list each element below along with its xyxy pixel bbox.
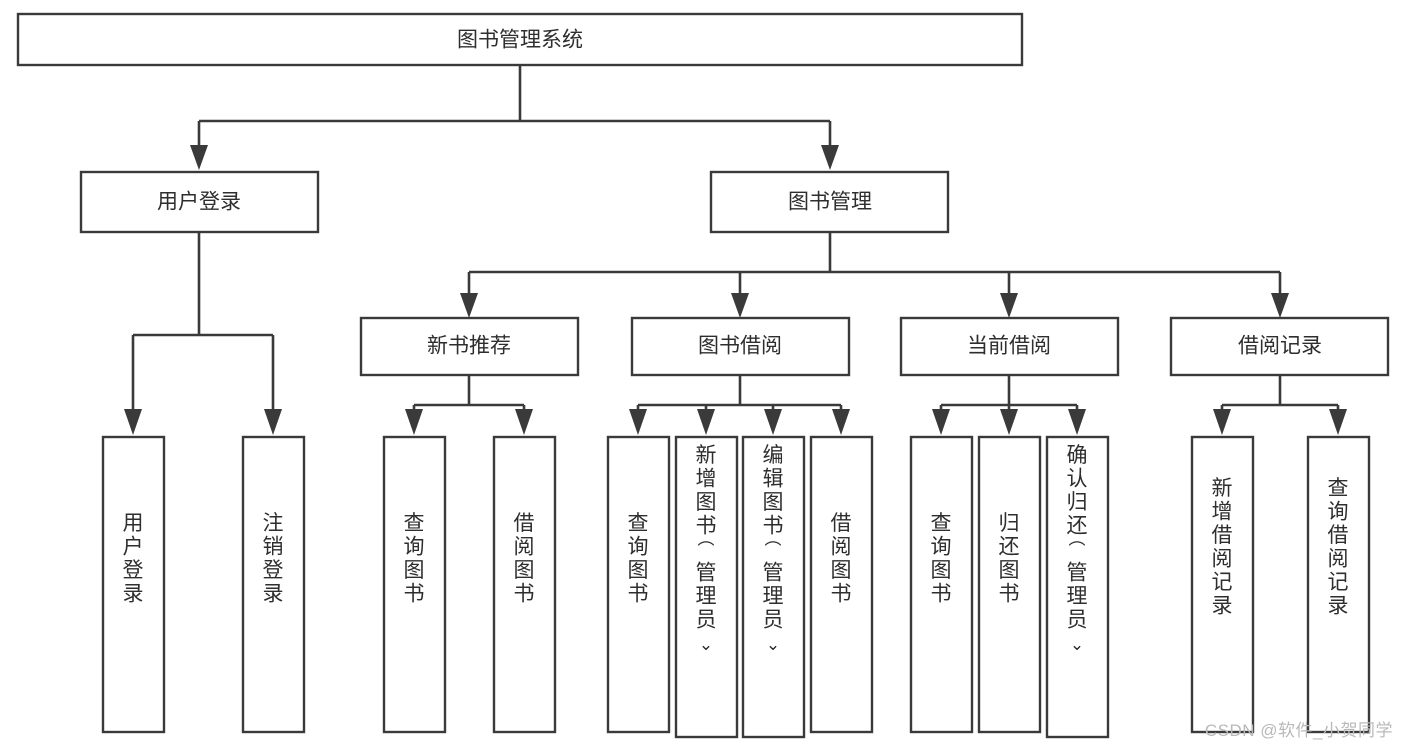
connector-group-current-borrow bbox=[932, 375, 1086, 435]
arrow-book-borrow bbox=[731, 293, 749, 318]
connector-group-root bbox=[190, 65, 839, 170]
node-current-borrow[interactable]: 当前借阅 bbox=[899, 316, 1120, 377]
connector-group-user-login bbox=[124, 232, 282, 435]
connector-group-book-management bbox=[460, 232, 1289, 318]
node-new-book-recommend-label: 新书推荐 bbox=[427, 335, 511, 358]
node-user-login-label: 用户登录 bbox=[157, 191, 241, 214]
node-leaf-borrow-book-2[interactable]: 借阅图书 bbox=[809, 435, 874, 734]
node-user-login[interactable]: 用户登录 bbox=[79, 170, 320, 234]
node-leaf-add-book-box[interactable] bbox=[674, 435, 739, 739]
arrow-leaf-user-login bbox=[124, 409, 142, 435]
node-leaf-borrow-book-1[interactable]: 借阅图书 bbox=[492, 435, 557, 734]
connector-group-book-borrow bbox=[629, 375, 850, 435]
node-leaf-borrow-book-2-box[interactable] bbox=[809, 435, 874, 734]
node-leaf-borrow-book-1-label: 借阅图书 bbox=[514, 512, 535, 606]
node-leaf-confirm-return[interactable]: 确认归还⌒管理员⌄ bbox=[1045, 435, 1110, 739]
node-leaf-user-login-box[interactable] bbox=[101, 435, 166, 734]
node-book-management-label: 图书管理 bbox=[788, 191, 872, 214]
node-borrow-record[interactable]: 借阅记录 bbox=[1169, 316, 1390, 377]
node-book-borrow[interactable]: 图书借阅 bbox=[630, 316, 851, 377]
arrow-leaf-query-book-1 bbox=[405, 409, 423, 435]
arrow-leaf-query-record bbox=[1329, 409, 1347, 435]
node-leaf-query-book-1-label: 查询图书 bbox=[404, 512, 425, 606]
node-leaf-add-record[interactable]: 新增借阅记录 bbox=[1190, 435, 1255, 734]
node-leaf-return-book[interactable]: 归还图书 bbox=[977, 435, 1042, 734]
node-leaf-query-book-2-box[interactable] bbox=[606, 435, 671, 734]
arrow-leaf-confirm-return bbox=[1068, 409, 1086, 435]
arrow-leaf-borrow-book-2 bbox=[832, 409, 850, 435]
node-leaf-user-login[interactable]: 用户登录 bbox=[101, 435, 166, 734]
arrow-user-login bbox=[190, 145, 208, 170]
node-current-borrow-box[interactable] bbox=[899, 316, 1120, 377]
node-leaf-confirm-return-label: 确认归还⌒管理员⌄ bbox=[1067, 444, 1088, 654]
node-leaf-add-record-label: 新增借阅记录 bbox=[1212, 477, 1233, 618]
node-leaf-user-login-label: 用户登录 bbox=[123, 512, 144, 606]
node-leaf-add-book[interactable]: 新增图书⌒管理员⌄ bbox=[674, 435, 739, 739]
node-root-box[interactable] bbox=[16, 12, 1024, 67]
node-leaf-edit-book-label: 编辑图书⌒管理员⌄ bbox=[763, 444, 784, 654]
node-leaf-return-book-label: 归还图书 bbox=[999, 512, 1020, 606]
node-leaf-edit-book[interactable]: 编辑图书⌒管理员⌄ bbox=[741, 435, 806, 739]
arrow-leaf-query-book-2 bbox=[629, 409, 647, 435]
connector-group-borrow-record bbox=[1213, 375, 1347, 435]
arrow-book-management bbox=[821, 145, 839, 170]
node-leaf-query-book-1[interactable]: 查询图书 bbox=[382, 435, 447, 734]
arrow-leaf-add-record bbox=[1213, 409, 1231, 435]
arrow-leaf-logout-login bbox=[264, 409, 282, 435]
arrow-leaf-add-book bbox=[697, 409, 715, 435]
node-leaf-query-book-3-box[interactable] bbox=[909, 435, 974, 734]
node-root[interactable]: 图书管理系统 bbox=[16, 12, 1024, 67]
node-leaf-add-book-label: 新增图书⌒管理员⌄ bbox=[696, 444, 717, 654]
node-borrow-record-box[interactable] bbox=[1169, 316, 1390, 377]
node-leaf-edit-book-box[interactable] bbox=[741, 435, 806, 739]
node-leaf-confirm-return-box[interactable] bbox=[1045, 435, 1110, 739]
arrow-leaf-borrow-book-1 bbox=[515, 409, 533, 435]
node-leaf-query-book-3-label: 查询图书 bbox=[931, 512, 952, 606]
node-leaf-query-book-3[interactable]: 查询图书 bbox=[909, 435, 974, 734]
node-book-management[interactable]: 图书管理 bbox=[709, 170, 950, 234]
node-user-login-box[interactable] bbox=[79, 170, 320, 234]
arrow-borrow-record bbox=[1271, 293, 1289, 318]
node-current-borrow-label: 当前借阅 bbox=[967, 335, 1051, 358]
node-leaf-query-record[interactable]: 查询借阅记录 bbox=[1306, 435, 1371, 734]
node-book-borrow-label: 图书借阅 bbox=[698, 335, 782, 358]
node-root-label: 图书管理系统 bbox=[457, 29, 583, 52]
arrow-current-borrow bbox=[1000, 293, 1018, 318]
node-leaf-logout-login-box[interactable] bbox=[241, 435, 306, 734]
node-leaf-query-book-1-box[interactable] bbox=[382, 435, 447, 734]
arrow-leaf-query-book-3 bbox=[932, 409, 950, 435]
watermark-text: CSDN @软件_小贺同学 bbox=[1204, 721, 1393, 740]
node-new-book-recommend[interactable]: 新书推荐 bbox=[359, 316, 580, 377]
node-leaf-borrow-book-2-label: 借阅图书 bbox=[831, 512, 852, 606]
node-leaf-add-record-box[interactable] bbox=[1190, 435, 1255, 734]
arrow-leaf-return-book bbox=[1000, 409, 1018, 435]
node-book-management-box[interactable] bbox=[709, 170, 950, 234]
node-leaf-return-book-box[interactable] bbox=[977, 435, 1042, 734]
node-leaf-query-book-2[interactable]: 查询图书 bbox=[606, 435, 671, 734]
node-book-borrow-box[interactable] bbox=[630, 316, 851, 377]
node-borrow-record-label: 借阅记录 bbox=[1238, 335, 1322, 358]
connector-group-new-book-recommend bbox=[405, 375, 533, 435]
node-leaf-query-record-label: 查询借阅记录 bbox=[1328, 477, 1349, 618]
arrow-new-book-recommend bbox=[460, 293, 478, 318]
node-leaf-logout-login[interactable]: 注销登录 bbox=[241, 435, 306, 734]
node-leaf-borrow-book-1-box[interactable] bbox=[492, 435, 557, 734]
node-leaf-logout-login-label: 注销登录 bbox=[263, 512, 284, 606]
node-leaf-query-book-2-label: 查询图书 bbox=[628, 512, 649, 606]
arrow-leaf-edit-book bbox=[764, 409, 782, 435]
node-new-book-recommend-box[interactable] bbox=[359, 316, 580, 377]
node-leaf-query-record-box[interactable] bbox=[1306, 435, 1371, 734]
